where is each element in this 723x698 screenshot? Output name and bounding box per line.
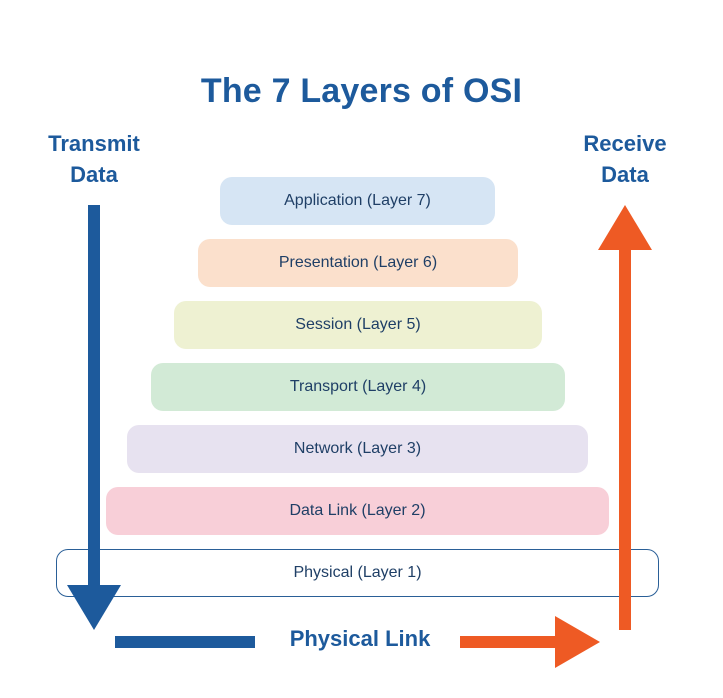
layer-physical: Physical (Layer 1) [56,549,659,597]
physical-link-right-arrow [460,616,600,668]
layer-presentation: Presentation (Layer 6) [198,239,518,287]
receive-label-line1: Receive [583,131,667,156]
layer-network: Network (Layer 3) [127,425,588,473]
physical-link-label: Physical Link [289,626,431,651]
transmit-down-arrow [67,205,121,630]
layer-data-link: Data Link (Layer 2) [106,487,609,535]
transmit-data-label: Transmit Data [34,128,154,190]
receive-label-line2: Data [601,162,649,187]
transmit-label-line1: Transmit [48,131,140,156]
physical-link-left-bar [115,636,255,648]
layer-transport: Transport (Layer 4) [151,363,565,411]
diagram-title: The 7 Layers of OSI [200,72,523,110]
layer-application: Application (Layer 7) [220,177,495,225]
layer-session: Session (Layer 5) [174,301,542,349]
transmit-label-line2: Data [70,162,118,187]
receive-data-label: Receive Data [565,128,685,190]
receive-up-arrow [598,205,652,630]
